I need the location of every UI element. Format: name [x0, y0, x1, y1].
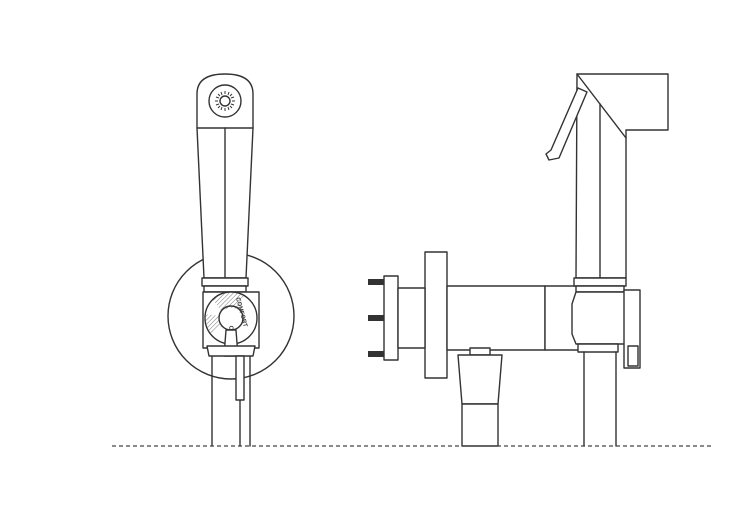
wall-bolts — [368, 275, 399, 361]
trigger-lever[interactable] — [545, 87, 588, 161]
front-view: COMFORT OFF — [167, 73, 295, 447]
side-inlet-connector — [457, 347, 503, 447]
side-view — [368, 73, 669, 447]
side-valve-body — [397, 285, 581, 351]
side-hand-shower — [573, 73, 669, 293]
wall-flange — [424, 251, 448, 379]
sun-nozzle-icon — [208, 84, 242, 118]
side-holder — [571, 289, 641, 369]
front-hand-shower — [196, 73, 254, 293]
side-hose — [583, 351, 617, 447]
front-valve-holder: COMFORT OFF — [202, 291, 260, 401]
